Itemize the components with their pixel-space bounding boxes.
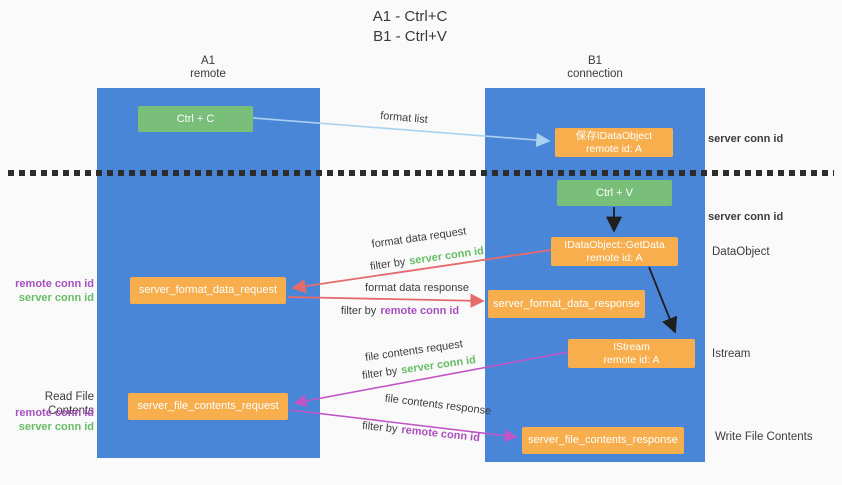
- node-server-format-data-response: server_format_data_response: [488, 290, 645, 318]
- machine-boundary-dotted-line: [8, 170, 834, 176]
- label-conn-ids-left-top: remote conn id server conn id: [0, 278, 94, 305]
- ctrl-c-label: Ctrl + C: [176, 113, 215, 125]
- column-b1-role: connection: [567, 68, 623, 80]
- diagram-title: A1 - Ctrl+C B1 - Ctrl+V: [330, 7, 490, 47]
- arrow-getdata-to-istream: [648, 266, 678, 334]
- node-server-file-contents-request: server_file_contents_request: [128, 393, 288, 420]
- server-file-contents-request-label: server_file_contents_request: [137, 400, 279, 412]
- arrow-file-contents-response: [289, 409, 518, 443]
- getdata-line1: IDataObject::GetData: [564, 238, 665, 251]
- remote-conn-id-text: remote conn id: [15, 278, 94, 290]
- server-conn-id-text: server conn id: [18, 291, 94, 304]
- node-ctrl-v: Ctrl + V: [557, 180, 672, 206]
- node-idataobject-getdata: IDataObject::GetData remote id: A: [551, 237, 678, 266]
- label-format-data-response: format data response: [365, 282, 469, 294]
- column-a1-role: remote: [190, 68, 226, 80]
- node-ctrl-c: Ctrl + C: [138, 106, 253, 132]
- server-file-contents-response-label: server_file_contents_response: [528, 434, 678, 446]
- filter-by-text: filter by: [340, 305, 377, 317]
- server-format-data-request-label: server_format_data_request: [138, 284, 278, 296]
- column-b1-name: B1: [587, 55, 603, 67]
- column-header-b1: B1 connection: [535, 55, 655, 81]
- remote-conn-id-text: remote conn id: [380, 305, 460, 317]
- arrow-format-data-response: [287, 293, 485, 308]
- label-conn-ids-left-bottom: remote conn id server conn id: [0, 407, 94, 434]
- node-server-file-contents-response: server_file_contents_response: [522, 427, 684, 454]
- getdata-line2: remote id: A: [586, 251, 643, 264]
- column-header-a1: A1 remote: [148, 55, 268, 81]
- arrow-format-list: [252, 117, 551, 148]
- column-a1-name: A1: [200, 55, 216, 67]
- node-istream: IStream remote id: A: [568, 339, 695, 368]
- label-read-file-contents: Read File Contents: [44, 391, 94, 417]
- ctrl-v-label: Ctrl + V: [596, 187, 633, 199]
- server-conn-id-text: server conn id: [18, 420, 94, 433]
- arrow-file-contents-request: [293, 351, 569, 408]
- title-line-1: A1 - Ctrl+C: [372, 8, 448, 25]
- remote-conn-id-text: remote conn id: [15, 407, 94, 419]
- istream-line1: IStream: [613, 340, 650, 353]
- istream-line2: remote id: A: [603, 353, 660, 366]
- node-server-format-data-request: server_format_data_request: [130, 277, 286, 304]
- node-save-idataobject: 保存IDataObject remote id: A: [555, 128, 673, 157]
- save-idataobject-line2: remote id: A: [585, 142, 643, 155]
- server-format-data-response-label: server_format_data_response: [493, 297, 640, 310]
- label-server-conn-id-right-1: server conn id: [708, 133, 784, 145]
- arrow-format-data-request: [291, 249, 552, 294]
- label-server-conn-id-right-2: server conn id: [708, 211, 784, 223]
- label-istream-side: Istream: [712, 348, 751, 360]
- label-write-file-contents: Write File Contents: [715, 431, 813, 443]
- save-idataobject-line1: 保存IDataObject: [575, 129, 653, 142]
- title-line-2: B1 - Ctrl+V: [373, 28, 447, 45]
- label-dataobject: DataObject: [712, 246, 770, 258]
